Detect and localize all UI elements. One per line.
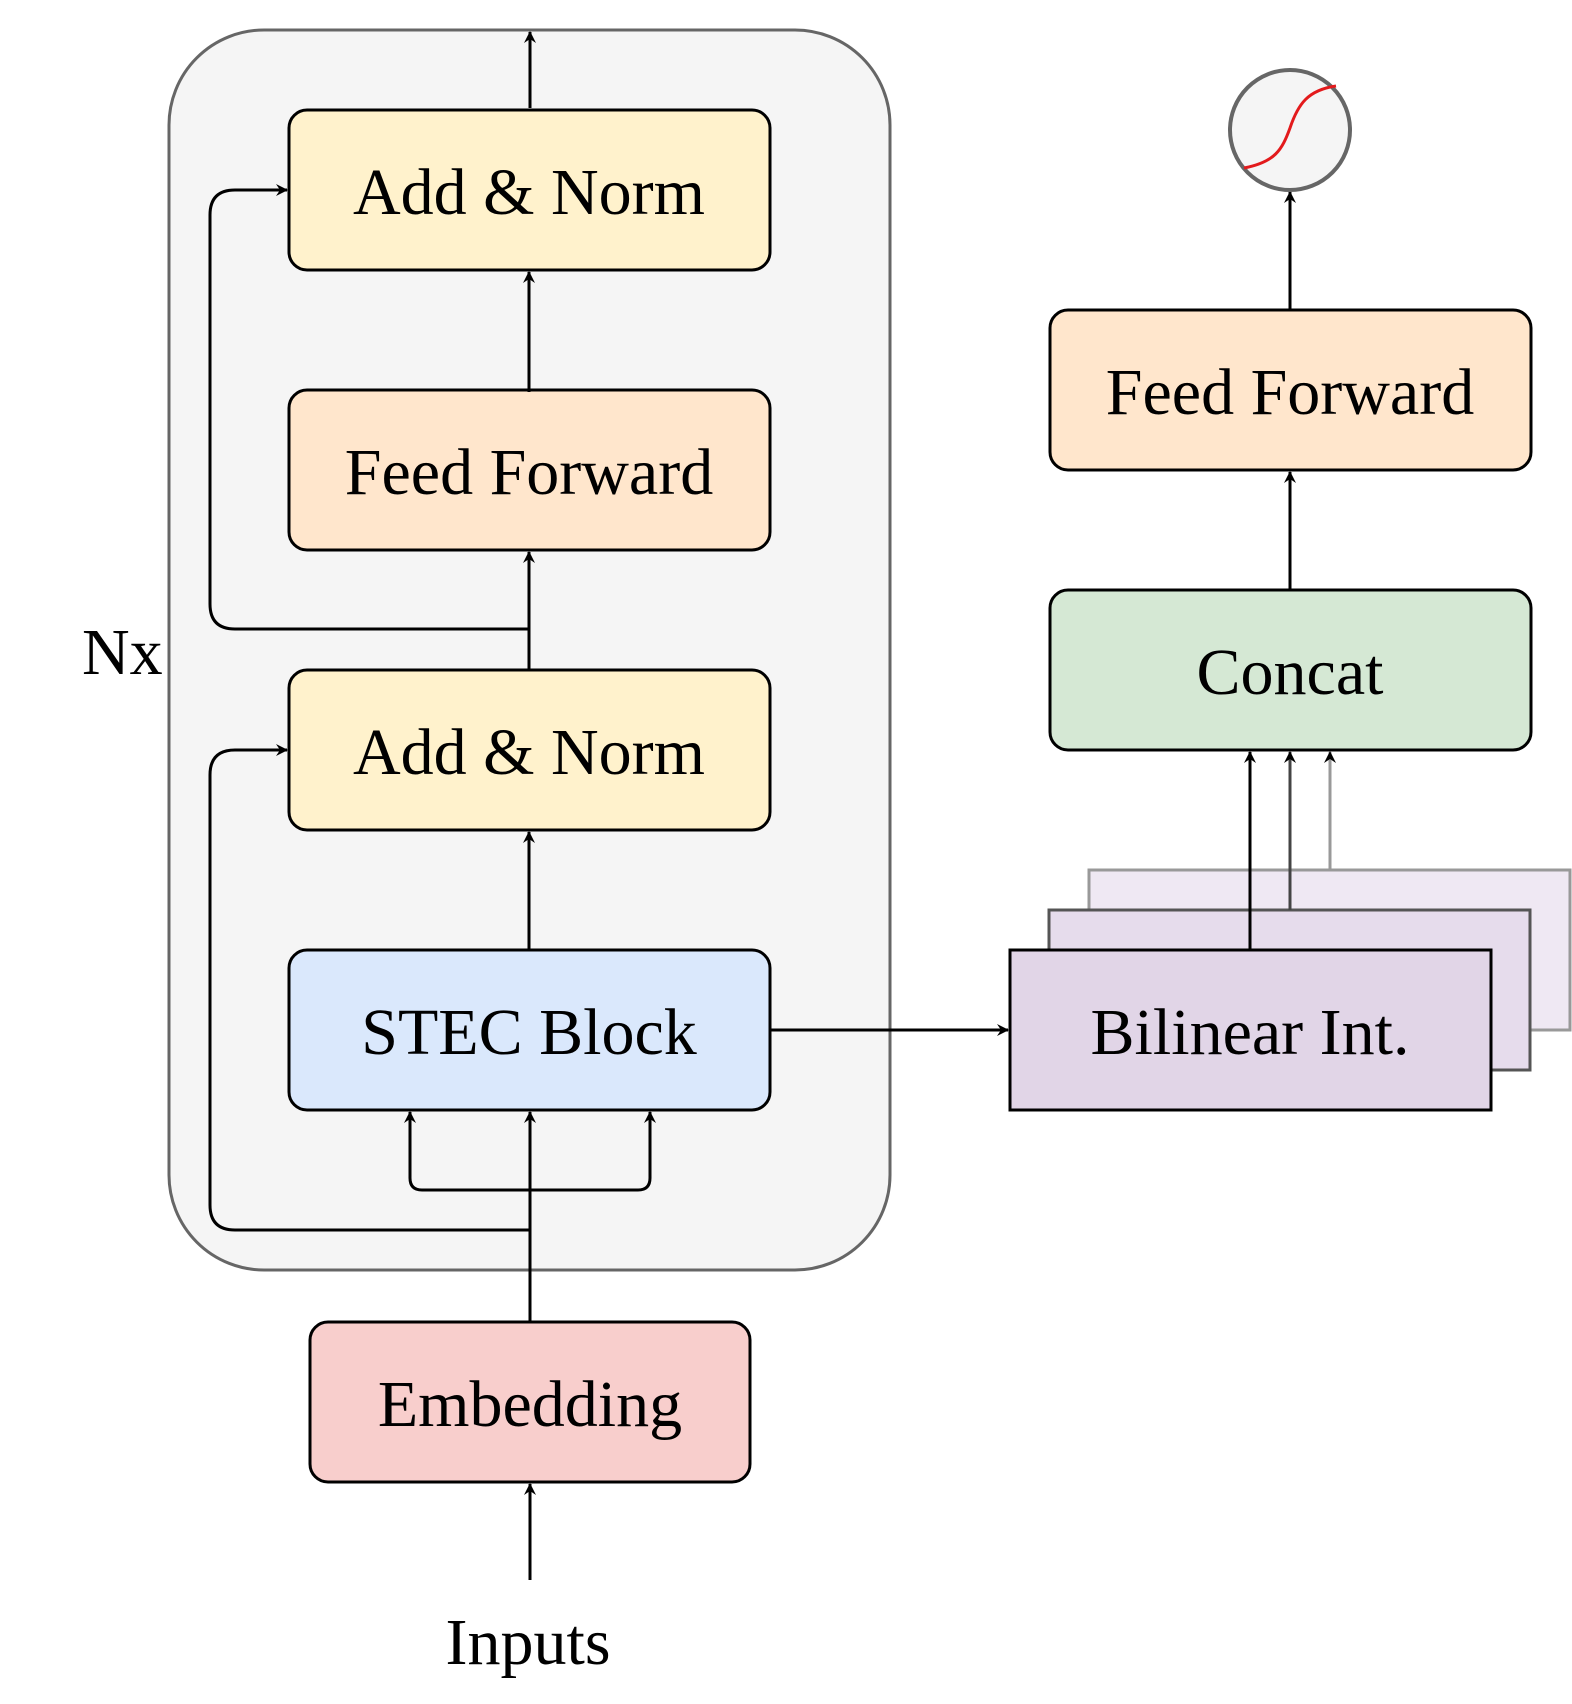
embedding-box: Embedding bbox=[308, 1320, 752, 1484]
add-norm-lower-box: Add & Norm bbox=[287, 668, 772, 832]
bilinear-label: Bilinear Int. bbox=[1091, 996, 1410, 1069]
stec-block-box: STEC Block bbox=[287, 948, 772, 1112]
repeat-label: Nx bbox=[82, 616, 163, 689]
feed-forward-head-label: Feed Forward bbox=[1106, 356, 1474, 429]
add-norm-upper-label: Add & Norm bbox=[353, 156, 705, 229]
concat-box: Concat bbox=[1048, 588, 1533, 752]
feed-forward-encoder-box: Feed Forward bbox=[287, 388, 772, 552]
bilinear-box: Bilinear Int. bbox=[1008, 948, 1493, 1112]
add-norm-upper-box: Add & Norm bbox=[287, 108, 772, 272]
feed-forward-head-box: Feed Forward bbox=[1048, 308, 1533, 472]
stec-block-label: STEC Block bbox=[361, 996, 697, 1069]
sigmoid-icon bbox=[1228, 68, 1352, 192]
concat-label: Concat bbox=[1197, 636, 1384, 709]
embedding-label: Embedding bbox=[378, 1368, 682, 1441]
feed-forward-encoder-label: Feed Forward bbox=[345, 436, 713, 509]
inputs-label: Inputs bbox=[446, 1606, 611, 1679]
add-norm-lower-label: Add & Norm bbox=[353, 716, 705, 789]
